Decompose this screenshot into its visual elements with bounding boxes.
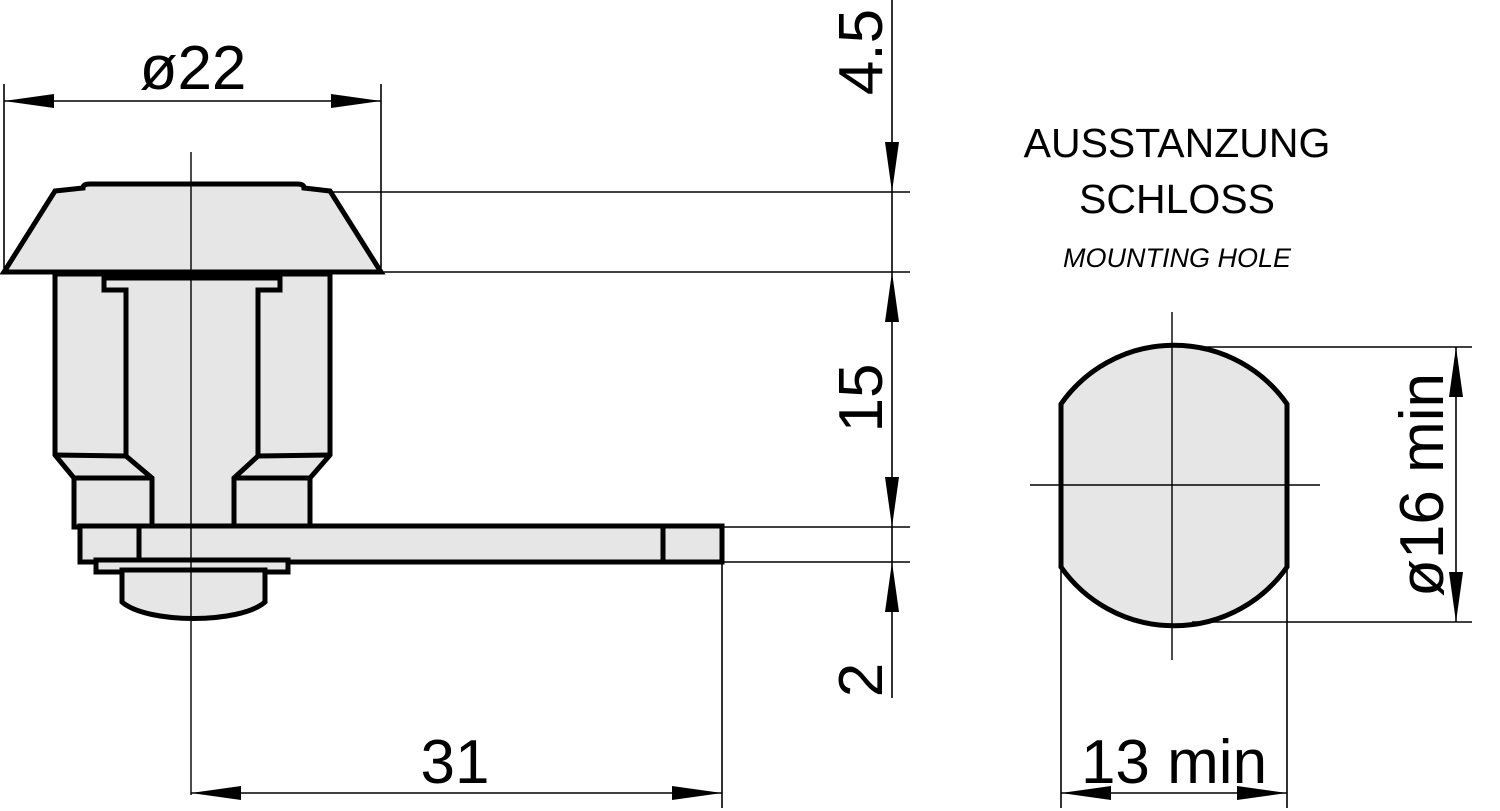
lock-face-plate <box>0 181 386 275</box>
cam-lock-side-view <box>0 181 725 621</box>
dimension-height-mid-label: 15 <box>827 364 896 433</box>
dimension-diameter-top: ø22 <box>3 34 382 268</box>
mounting-hole-subtitle: MOUNTING HOLE <box>1063 243 1292 273</box>
mounting-hole-title-line2: SCHLOSS <box>1079 176 1275 222</box>
mounting-hole-caption: AUSSTANZUNG SCHLOSS MOUNTING HOLE <box>1024 120 1331 273</box>
dimension-height-bottom-label: 2 <box>827 663 896 697</box>
mounting-hole-title-line1: AUSSTANZUNG <box>1024 120 1331 166</box>
mounting-hole-view <box>1030 312 1320 660</box>
dimension-vertical-stack: 4.5 15 2 <box>330 0 910 698</box>
dimension-cam-length-label: 31 <box>421 728 490 797</box>
dimension-hole-width-label: 13 min <box>1081 728 1267 797</box>
dimension-hole-width: 13 min <box>1060 567 1288 808</box>
dimension-cam-length: 31 <box>191 562 723 808</box>
lock-cam <box>77 523 725 565</box>
dimension-diameter-top-label: ø22 <box>140 34 247 103</box>
dimension-hole-diameter-label: ø16 min <box>1388 373 1457 597</box>
dimension-height-top-label: 4.5 <box>827 9 896 95</box>
lock-nut <box>119 567 268 621</box>
dimension-hole-diameter: ø16 min <box>1192 346 1472 623</box>
